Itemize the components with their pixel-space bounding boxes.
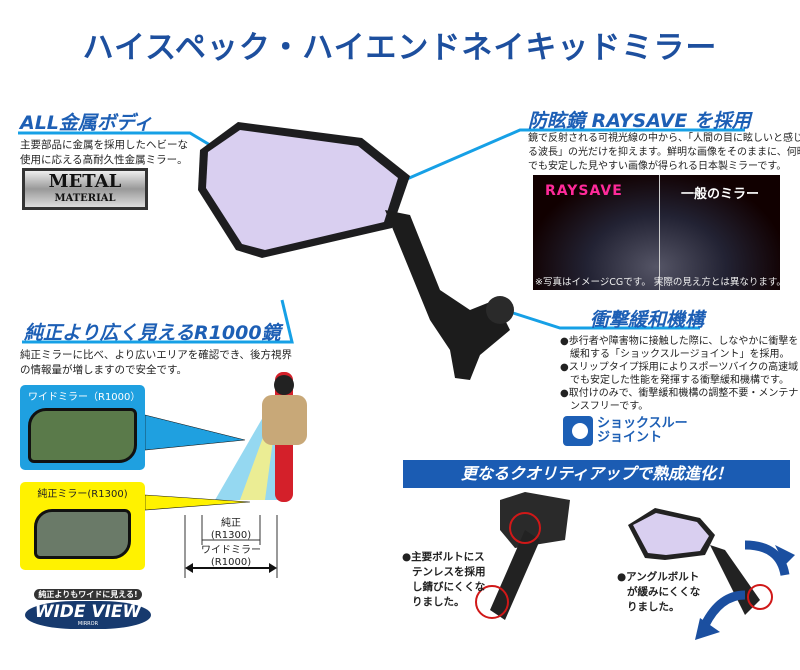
raysave-description: 鏡で反射される可視光線の中から、「人間の目に眩しいと感じ る波長」の光だけを抑え… xyxy=(528,132,800,174)
rotate-arrow-icon xyxy=(700,590,746,628)
normal-mirror-label: 一般のミラー xyxy=(681,187,760,202)
page-title: ハイスペック・ハイエンドネイキッドミラー xyxy=(82,30,718,66)
raysave-label: RAYSAVE xyxy=(545,183,623,199)
wide-mirror-label: ワイドミラー（R1000） xyxy=(28,392,141,403)
text-line: 主要部品に金属を採用したヘビーな xyxy=(20,139,188,151)
note-line: ●アングルボルト xyxy=(617,571,700,583)
badge-line: MATERIAL xyxy=(54,193,116,204)
note-line: りました。 xyxy=(412,596,465,608)
note-line: ●主要ボルトにス xyxy=(402,551,485,563)
highlight-circle xyxy=(475,585,509,619)
wide-heading: 純正より広く見えるR1000鏡 xyxy=(24,322,281,344)
mirror-arm xyxy=(385,210,510,380)
text-line: の情報量が増しますので安全です。 xyxy=(20,364,187,376)
note-line: が緩みにくくな xyxy=(627,586,701,598)
shock-bullets: ●歩行者や障害物に接触した際に、しなやかに衝撃を 緩和する「ショックスルージョイ… xyxy=(560,335,798,413)
quality-banner: 更なるクオリティアップで熟成進化！ xyxy=(403,460,790,488)
highlight-circle xyxy=(747,584,773,610)
dim-line: (R1000) xyxy=(210,557,252,568)
shock-heading: 衝撃緩和機構 xyxy=(590,309,705,331)
wide-description: 純正ミラーに比べ、より広いエリアを確認でき、後方視界 の情報量が増しますので安全… xyxy=(20,348,292,378)
wide-callout-line xyxy=(22,299,294,344)
logo-line: ジョイント xyxy=(597,430,663,445)
shock-through-joint-logo: ショックスルー ジョイント xyxy=(563,416,688,446)
logo-sub: MIRROR xyxy=(77,621,99,627)
wide-dimension-label: ワイドミラー(R1000) xyxy=(185,545,277,569)
highlight-circle xyxy=(509,512,541,544)
dim-line: (R1300) xyxy=(210,530,252,541)
wide-view-logo: 純正よりもワイドに見える! WIDE VIEW MIRROR xyxy=(25,582,151,629)
mirror-lens xyxy=(206,130,398,250)
logo-tag: 純正よりもワイドに見える! xyxy=(34,589,142,600)
bullet-line: ●取付けのみで、衝撃緩和機構の調整不要・メンテナ xyxy=(560,388,799,399)
badge-line: METAL xyxy=(48,171,122,192)
note-line: りました。 xyxy=(627,601,680,613)
metal-heading: ALL金属ボディ xyxy=(20,112,153,134)
shock-joint xyxy=(486,296,514,324)
photo-note: ※写真はイメージCGです。 実際の見え方とは異なります。 xyxy=(535,277,780,288)
note-line: テンレスを採用 xyxy=(412,566,486,578)
metal-callout-line xyxy=(18,131,216,150)
text-line: る波長」の光だけを抑えます。鮮明な画像をそのままに、何時 xyxy=(528,147,800,158)
bullet-line: ●スリップタイプ採用によりスポーツバイクの高速域 xyxy=(560,362,799,373)
angle-bolt-note: ●アングルボルト が緩みにくくな りました。 xyxy=(617,570,700,615)
raysave-callout-line xyxy=(399,128,745,184)
shock-callout-line xyxy=(509,310,700,330)
dim-line: ワイドミラー xyxy=(201,545,261,556)
stock-dimension-label: 純正(R1300) xyxy=(202,518,260,542)
metal-description: 主要部品に金属を採用したヘビーな 使用に応える高耐久性金属ミラー。 xyxy=(20,138,188,168)
text-line: 鏡で反射される可視光線の中から、「人間の目に眩しいと感じ xyxy=(528,133,800,144)
metal-material-badge: METAL MATERIAL xyxy=(22,168,148,210)
text-line: 使用に応える高耐久性金属ミラー。 xyxy=(20,154,188,166)
text-line: でも安定した見やすい画像が得られる日本製ミラーです。 xyxy=(528,161,787,172)
logo-line: ショックスルー xyxy=(597,416,688,431)
mirror-back-view xyxy=(500,492,570,548)
logo-main: WIDE VIEW xyxy=(34,602,142,622)
text-line: 純正ミラーに比べ、より広いエリアを確認でき、後方視界 xyxy=(20,349,293,361)
bullet-line: 緩和する「ショックスルージョイント」を採用。 xyxy=(560,349,790,360)
bullet-line: ●歩行者や障害物に接触した際に、しなやかに衝撃を xyxy=(560,336,799,347)
raysave-heading: 防眩鏡 RAYSAVE を採用 xyxy=(528,110,751,132)
stock-mirror-view xyxy=(34,509,131,559)
bolt-note: ●主要ボルトにス テンレスを採用 し錆びにくくな りました。 xyxy=(402,550,486,610)
dim-line: 純正 xyxy=(221,518,241,529)
bullet-line: ンスフリーです。 xyxy=(560,401,649,412)
note-line: し錆びにくくな xyxy=(412,581,486,593)
wide-mirror-view xyxy=(28,408,137,463)
wide-mirror-box: ワイドミラー（R1000） xyxy=(20,385,145,470)
stock-mirror-label: 純正ミラー(R1300) xyxy=(37,489,128,500)
stock-mirror-box: 純正ミラー(R1300) xyxy=(20,482,145,570)
raysave-comparison-photo: RAYSAVE 一般のミラー ※写真はイメージCGです。 実際の見え方とは異なり… xyxy=(533,175,780,290)
joint-logo-icon xyxy=(563,416,593,446)
bullet-line: でも安定した性能を発揮する衝撃緩和機構です。 xyxy=(560,375,789,386)
